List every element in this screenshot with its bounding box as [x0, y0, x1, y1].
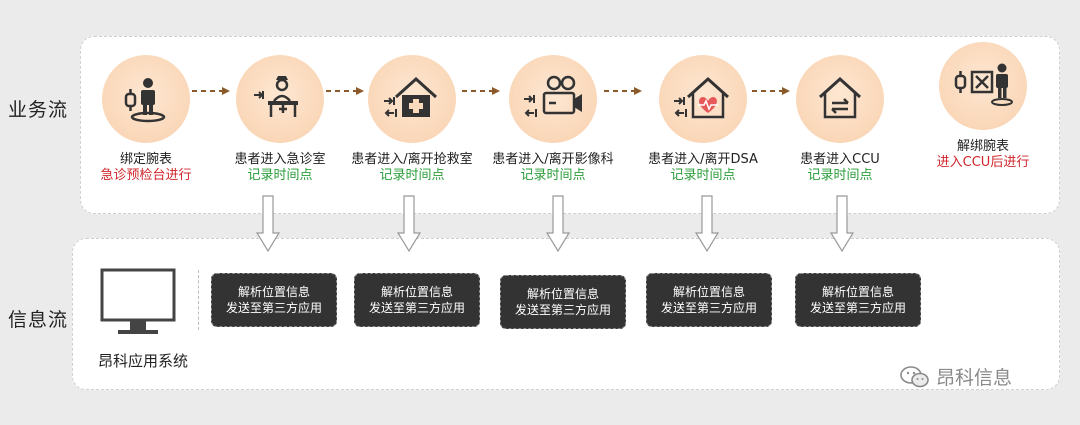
stage-name: 解绑腕表	[956, 139, 1009, 154]
down-arrow	[694, 195, 720, 253]
stage-enter-emergency: 患者进入急诊室 记录时间点	[215, 55, 345, 184]
stage-note: 记录时间点	[520, 168, 586, 183]
stage-name: 患者进入CCU	[800, 152, 880, 167]
heartbeat-house-icon	[659, 55, 747, 143]
flow-arrow	[462, 87, 500, 95]
watermark: 昂科信息	[900, 363, 1012, 390]
info-box-line: 发送至第三方应用	[225, 301, 322, 315]
stage-rescue-room: 患者进入/离开抢救室 记录时间点	[347, 55, 477, 184]
stage-note: 记录时间点	[379, 168, 445, 183]
info-box: 解析位置信息 发送至第三方应用	[211, 273, 337, 327]
flow-arrow	[604, 87, 642, 95]
info-box: 解析位置信息 发送至第三方应用	[646, 273, 772, 327]
stage-dsa: 患者进入/离开DSA 记录时间点	[638, 55, 768, 184]
down-arrow	[255, 195, 281, 253]
stage-imaging: 患者进入/离开影像科 记录时间点	[488, 55, 618, 184]
info-box-line: 解析位置信息	[821, 285, 894, 299]
wechat-icon	[900, 365, 929, 387]
stage-bind-wristband: 绑定腕表 急诊预检台进行	[81, 55, 211, 184]
down-arrow	[829, 195, 855, 253]
info-box-line: 解析位置信息	[672, 285, 745, 299]
stage-name: 绑定腕表	[119, 152, 172, 167]
stage-note: 记录时间点	[807, 168, 873, 183]
nurse-desk-icon	[236, 55, 324, 143]
info-box: 解析位置信息 发送至第三方应用	[795, 273, 921, 327]
watermark-text: 昂科信息	[936, 367, 1013, 389]
info-box-line: 发送至第三方应用	[809, 301, 906, 315]
info-box: 解析位置信息 发送至第三方应用	[500, 275, 626, 329]
divider	[198, 270, 199, 330]
stage-name: 患者进入/离开DSA	[648, 152, 758, 167]
row-label-business: 业务流	[8, 99, 69, 121]
stage-name: 患者进入/离开影像科	[492, 152, 614, 167]
stage-note: 进入CCU后进行	[936, 155, 1030, 170]
info-box-line: 解析位置信息	[526, 287, 599, 301]
info-box-line: 解析位置信息	[380, 285, 453, 299]
flow-arrow	[326, 87, 364, 95]
wristband-person-icon	[102, 55, 190, 143]
info-box-line: 发送至第三方应用	[514, 303, 611, 317]
stage-name: 患者进入/离开抢救室	[351, 152, 473, 167]
down-arrow	[545, 195, 571, 253]
info-box-line: 发送至第三方应用	[660, 301, 757, 315]
info-box-line: 发送至第三方应用	[368, 301, 465, 315]
camera-icon	[509, 55, 597, 143]
stage-unbind-wristband: 解绑腕表 进入CCU后进行	[918, 42, 1048, 171]
info-box: 解析位置信息 发送至第三方应用	[354, 273, 480, 327]
row-label-info: 信息流	[8, 309, 69, 331]
flow-arrow	[192, 87, 230, 95]
stage-note: 急诊预检台进行	[100, 168, 192, 183]
down-arrow	[396, 195, 422, 253]
stage-note: 记录时间点	[670, 168, 736, 183]
system-label: 昂科应用系统	[98, 352, 189, 370]
transfer-house-icon	[796, 55, 884, 143]
unbind-wristband-icon	[939, 42, 1027, 130]
monitor-icon	[100, 268, 176, 334]
hospital-cross-icon	[368, 55, 456, 143]
stage-name: 患者进入急诊室	[234, 152, 326, 167]
stage-note: 记录时间点	[247, 168, 313, 183]
stage-ccu: 患者进入CCU 记录时间点	[775, 55, 905, 184]
flow-arrow	[752, 87, 790, 95]
info-box-line: 解析位置信息	[237, 285, 310, 299]
